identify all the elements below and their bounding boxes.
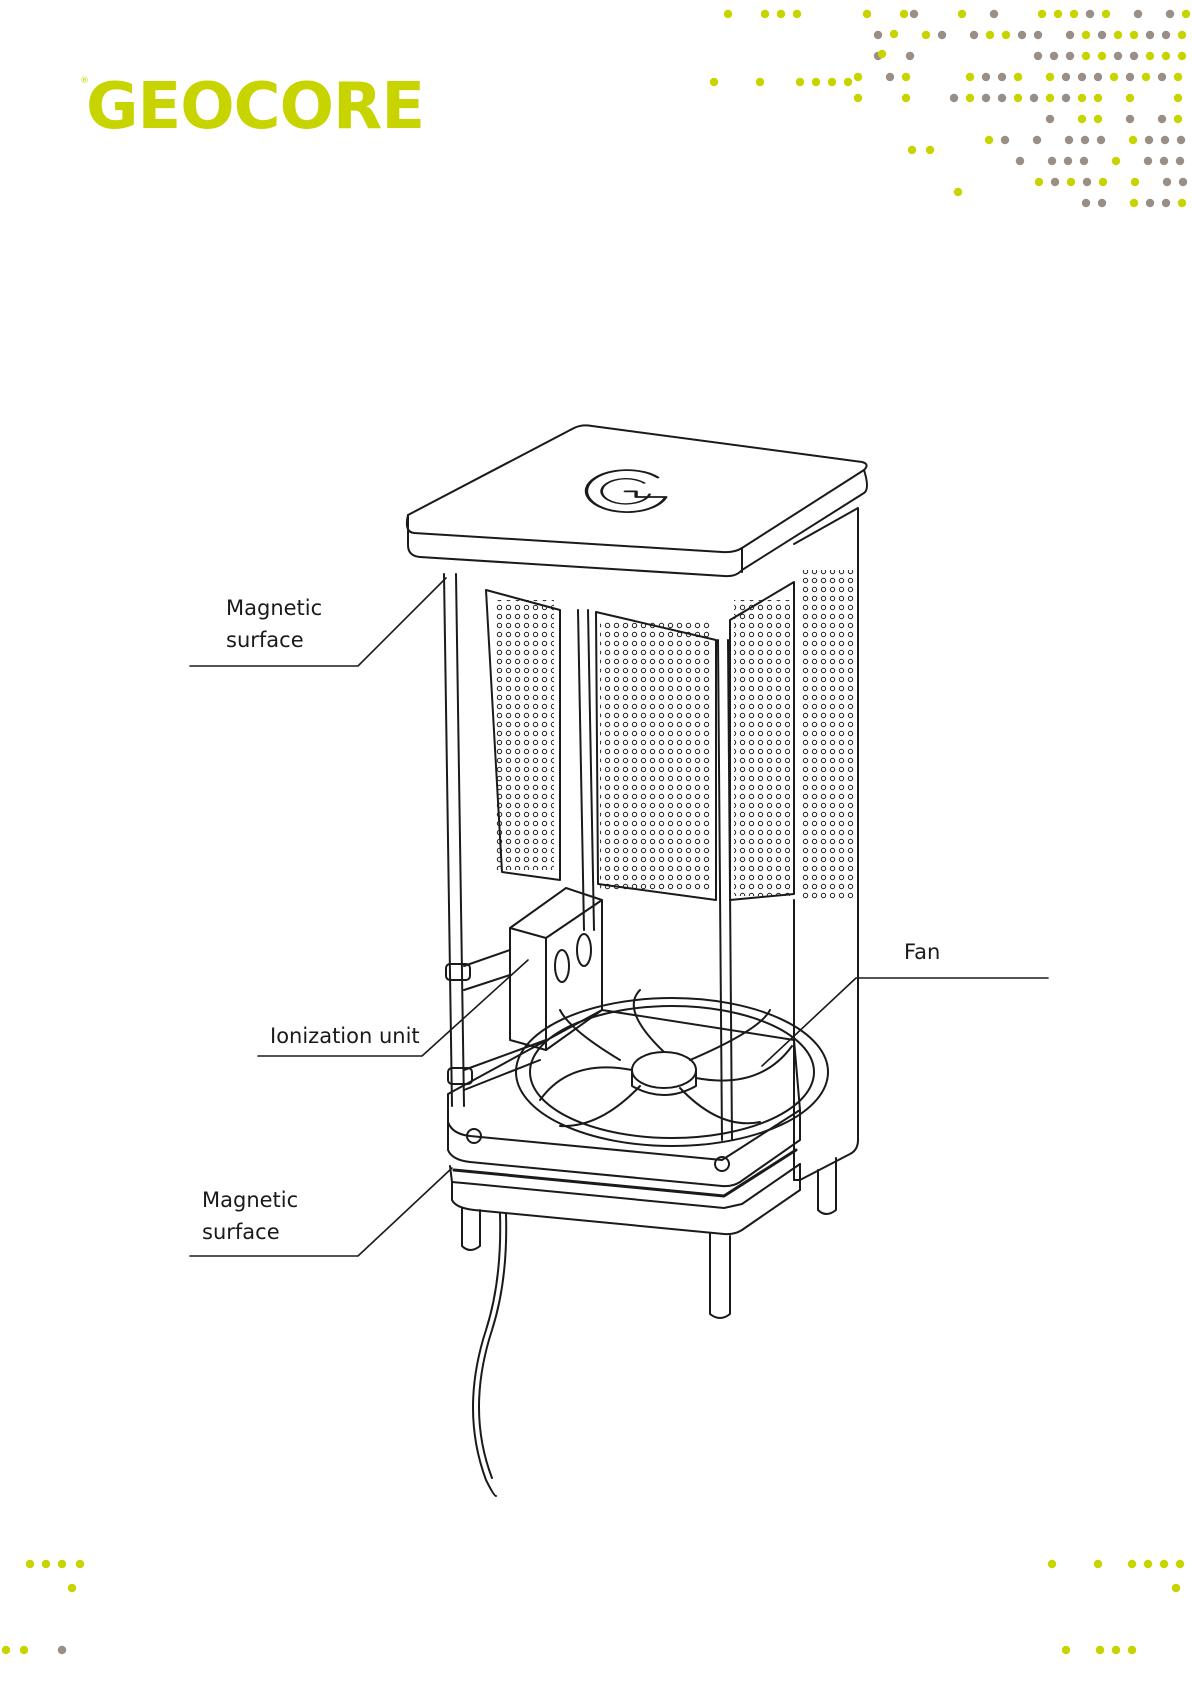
top-lid (407, 425, 867, 576)
callout-bottom-magnetic-line1: Magnetic (202, 1184, 298, 1216)
leader-fan (762, 978, 1048, 1066)
lid-logo-icon (586, 470, 665, 512)
side-housing (794, 508, 858, 1180)
callout-fan: Fan (904, 936, 940, 968)
callout-bottom-magnetic-line2: surface (202, 1216, 298, 1248)
legs (462, 1158, 836, 1318)
callout-top-magnetic-surface: Magnetic surface (226, 592, 322, 656)
callout-ionization-text: Ionization unit (270, 1020, 420, 1052)
ionization-unit (446, 888, 602, 1090)
back-panels (486, 582, 794, 900)
fan (448, 990, 828, 1160)
callout-fan-text: Fan (904, 936, 940, 968)
callout-top-magnetic-line2: surface (226, 624, 322, 656)
callout-ionization-unit: Ionization unit (270, 1020, 420, 1052)
callout-bottom-magnetic-surface: Magnetic surface (202, 1184, 298, 1248)
power-cable (473, 1214, 500, 1496)
callout-top-magnetic-line1: Magnetic (226, 592, 322, 624)
